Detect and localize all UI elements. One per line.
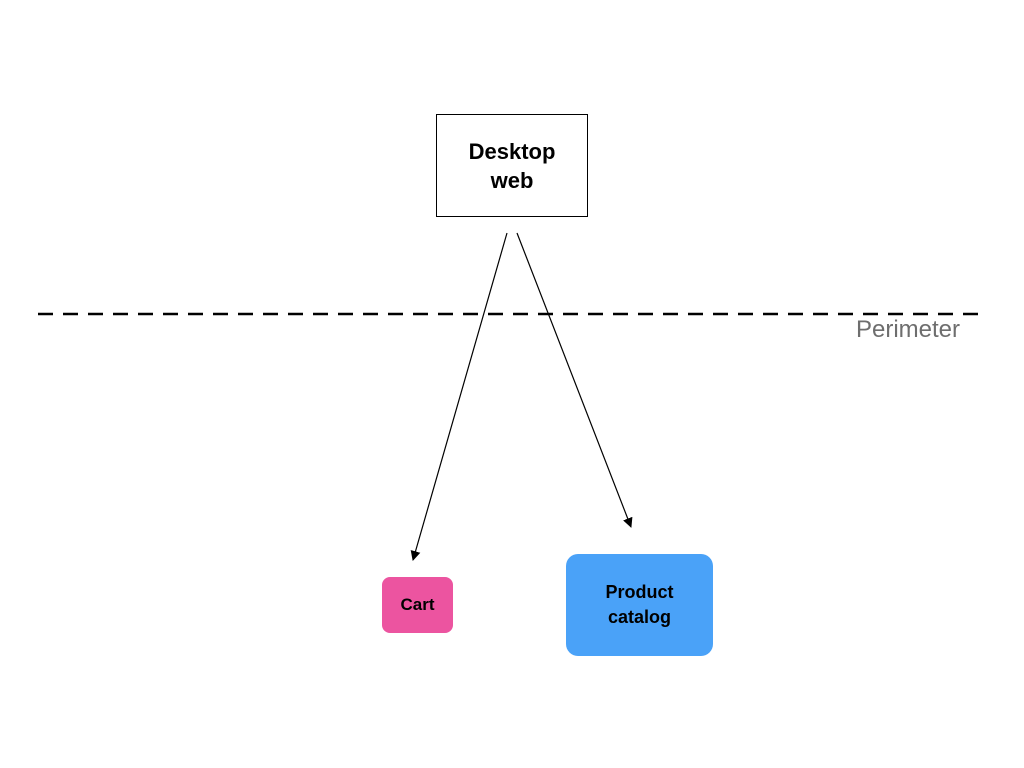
node-desktop-web[interactable]: Desktop web: [436, 114, 588, 217]
node-product-catalog[interactable]: Product catalog: [566, 554, 713, 656]
node-product-catalog-label: Product catalog: [605, 582, 674, 627]
node-cart-label: Cart: [400, 595, 435, 614]
node-desktop-web-label: Desktop web: [468, 138, 556, 193]
node-cart[interactable]: Cart: [382, 577, 453, 633]
edge-desktop-to-catalog: [516, 232, 633, 528]
perimeter-label: Perimeter: [855, 316, 960, 343]
edge-desktop-to-cart: [410, 232, 508, 561]
